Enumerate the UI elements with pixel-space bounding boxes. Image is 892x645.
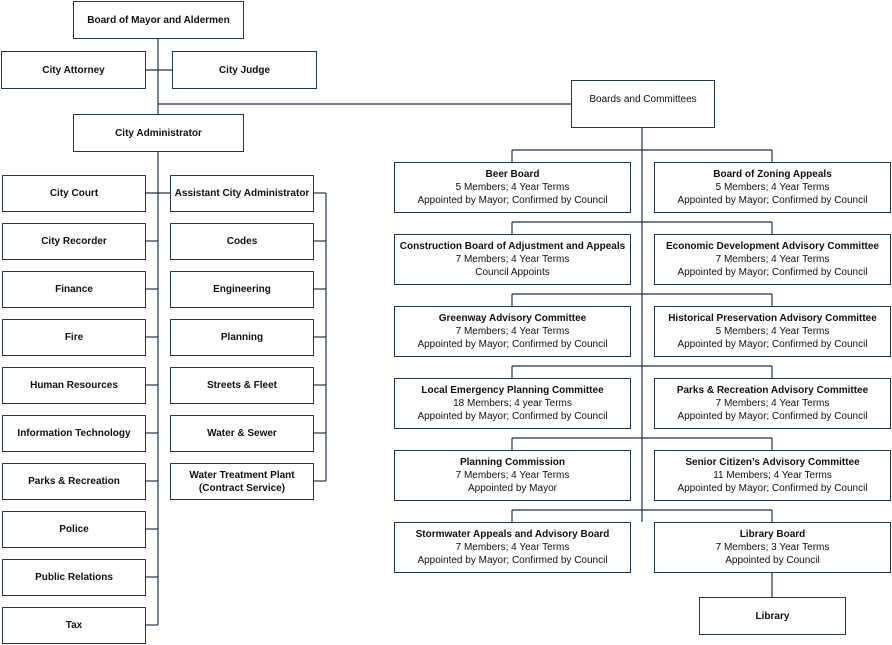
committee-local-emergency-planning: Local Emergency Planning Committee 18 Me…: [394, 378, 631, 429]
city-judge-label: City Judge: [218, 64, 271, 76]
dept-label: Public Relations: [35, 572, 113, 583]
dept-tax: Tax: [2, 607, 146, 644]
committee-appointment: Appointed by Mayor; Confirmed by Council: [417, 411, 608, 422]
committee-beer-board: Beer Board 5 Members; 4 Year Terms Appoi…: [394, 162, 631, 213]
dept-human-resources: Human Resources: [2, 367, 146, 404]
committee-members: 7 Members; 4 Year Terms: [455, 326, 570, 337]
committee-historical-preservation: Historical Preservation Advisory Committ…: [654, 306, 891, 357]
committee-name: Planning Commission: [459, 457, 565, 468]
dept-planning: Planning: [170, 319, 314, 356]
committee-appointment: Council Appoints: [475, 267, 550, 278]
dept-parks-recreation: Parks & Recreation: [2, 463, 146, 500]
committee-name: Beer Board: [485, 169, 540, 180]
library-label: Library: [755, 610, 790, 622]
water-plant-line2: (Contract Service): [198, 482, 286, 494]
board-of-mayor-label: Board of Mayor and Aldermen: [87, 14, 230, 26]
committee-name: Board of Zoning Appeals: [713, 169, 832, 180]
committee-appointment: Appointed by Mayor; Confirmed by Council: [677, 339, 868, 350]
dept-fire: Fire: [2, 319, 146, 356]
committee-members: 7 Members; 4 Year Terms: [455, 542, 570, 553]
committee-planning-commission: Planning Commission 7 Members; 4 Year Te…: [394, 450, 631, 501]
dept-label: Parks & Recreation: [28, 476, 120, 487]
boards-and-committees-label: Boards and Committees: [589, 94, 697, 105]
dept-label: City Recorder: [41, 236, 107, 247]
committee-members: 7 Members; 4 Year Terms: [455, 254, 570, 265]
committee-name: Historical Preservation Advisory Committ…: [668, 313, 877, 324]
committee-appointment: Appointed by Council: [725, 555, 820, 566]
committee-name: Construction Board of Adjustment and App…: [399, 241, 626, 252]
committee-appointment: Appointed by Mayor; Confirmed by Council: [677, 267, 868, 278]
dept-label: Engineering: [213, 284, 271, 295]
committee-board-of-zoning-appeals: Board of Zoning Appeals 5 Members; 4 Yea…: [654, 162, 891, 213]
dept-codes: Codes: [170, 223, 314, 260]
committee-members: 5 Members; 4 Year Terms: [715, 182, 830, 193]
dept-label: City Court: [49, 188, 99, 199]
dept-finance: Finance: [2, 271, 146, 308]
committee-appointment: Appointed by Mayor; Confirmed by Council: [677, 195, 868, 206]
dept-label: Human Resources: [30, 380, 118, 391]
committee-parks-recreation-advisory: Parks & Recreation Advisory Committee 7 …: [654, 378, 891, 429]
city-administrator-label: City Administrator: [115, 127, 202, 139]
dept-assistant-city-administrator: Assistant City Administrator: [170, 175, 314, 212]
committee-senior-citizens: Senior Citizen’s Advisory Committee 11 M…: [654, 450, 891, 501]
dept-police: Police: [2, 511, 146, 548]
dept-label: Finance: [55, 284, 93, 295]
committee-appointment: Appointed by Mayor; Confirmed by Council: [417, 555, 608, 566]
dept-label: Information Technology: [17, 428, 131, 439]
committee-greenway: Greenway Advisory Committee 7 Members; 4…: [394, 306, 631, 357]
city-administrator-box: City Administrator: [73, 114, 244, 152]
committee-appointment: Appointed by Mayor; Confirmed by Council: [677, 483, 868, 494]
committee-library-board: Library Board 7 Members; 3 Year Terms Ap…: [654, 522, 891, 573]
city-judge-box: City Judge: [172, 51, 317, 89]
committee-members: 11 Members; 4 Year Terms: [713, 470, 832, 481]
city-attorney-label: City Attorney: [42, 64, 105, 76]
dept-label: Tax: [65, 620, 83, 631]
dept-city-recorder: City Recorder: [2, 223, 146, 260]
committee-name: Stormwater Appeals and Advisory Board: [415, 529, 610, 540]
committee-construction-board: Construction Board of Adjustment and App…: [394, 234, 631, 285]
water-plant-line1: Water Treatment Plant: [189, 469, 295, 481]
committee-name: Local Emergency Planning Committee: [421, 385, 604, 396]
dept-city-court: City Court: [2, 175, 146, 212]
dept-water-treatment-plant: Water Treatment Plant (Contract Service): [170, 463, 314, 500]
committee-members: 7 Members; 4 Year Terms: [455, 470, 570, 481]
dept-streets-fleet: Streets & Fleet: [170, 367, 314, 404]
dept-public-relations: Public Relations: [2, 559, 146, 596]
committee-name: Senior Citizen’s Advisory Committee: [685, 457, 860, 468]
dept-label: Planning: [220, 332, 264, 343]
dept-label: Police: [59, 524, 89, 535]
dept-label: Streets & Fleet: [206, 380, 278, 391]
committee-members: 5 Members; 4 Year Terms: [455, 182, 570, 193]
committee-appointment: Appointed by Mayor; Confirmed by Council: [417, 339, 608, 350]
committee-members: 7 Members; 4 Year Terms: [715, 398, 830, 409]
committee-economic-development: Economic Development Advisory Committee …: [654, 234, 891, 285]
committee-members: 5 Members; 4 Year Terms: [715, 326, 830, 337]
dept-label: Water & Sewer: [207, 428, 277, 439]
city-attorney-box: City Attorney: [1, 51, 146, 89]
committee-name: Library Board: [739, 529, 806, 540]
committee-name: Greenway Advisory Committee: [438, 313, 587, 324]
dept-label: Fire: [64, 332, 84, 343]
boards-and-committees-box: Boards and Committees: [571, 80, 715, 128]
board-of-mayor-box: Board of Mayor and Aldermen: [73, 1, 244, 39]
dept-label: Assistant City Administrator: [174, 188, 310, 199]
committee-stormwater: Stormwater Appeals and Advisory Board 7 …: [394, 522, 631, 573]
committee-members: 18 Members; 4 year Terms: [453, 398, 572, 409]
dept-water-sewer: Water & Sewer: [170, 415, 314, 452]
committee-name: Parks & Recreation Advisory Committee: [676, 385, 869, 396]
committee-members: 7 Members; 3 Year Terms: [715, 542, 830, 553]
committee-appointment: Appointed by Mayor; Confirmed by Council: [417, 195, 608, 206]
committee-appointment: Appointed by Mayor; Confirmed by Council: [677, 411, 868, 422]
library-box: Library: [699, 597, 846, 635]
dept-label: Codes: [226, 236, 258, 247]
dept-information-technology: Information Technology: [2, 415, 146, 452]
committee-members: 7 Members; 4 Year Terms: [715, 254, 830, 265]
committee-name: Economic Development Advisory Committee: [665, 241, 879, 252]
committee-appointment: Appointed by Mayor: [468, 483, 557, 494]
dept-engineering: Engineering: [170, 271, 314, 308]
